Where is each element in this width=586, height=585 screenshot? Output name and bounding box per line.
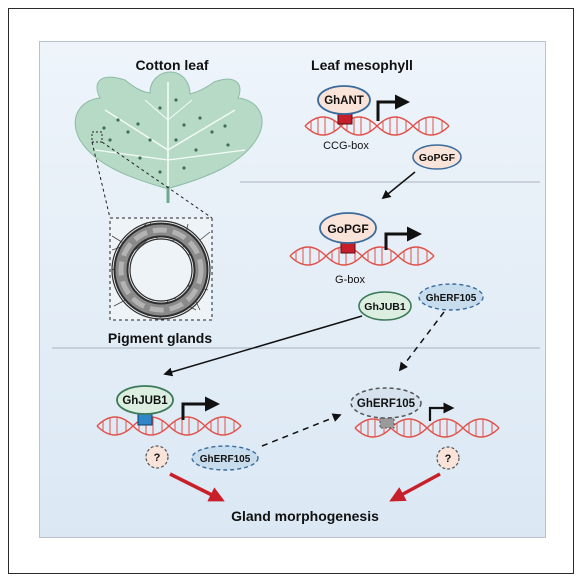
gopgf-small-label: GoPGF [419,152,456,164]
ghjub1-bound-label: GhJUB1 [122,395,168,407]
arrow-gherf105-bottom [261,413,342,447]
red-arrow-right [389,472,441,502]
pigment-gland-icon [109,217,213,321]
gherf105-bound-label: GhERF105 [357,398,416,410]
ghjub1-binding-site [137,413,153,426]
ghant-protein [317,85,371,115]
gopgf-bound-protein [319,212,377,244]
arrow-gopgf [381,171,416,200]
arrow-ghjub1 [163,315,363,377]
gherf105-dashed-bottom-label: GhERF105 [200,454,251,465]
zoom-line-right [101,141,213,219]
unknown-factor-right [436,446,460,470]
gopgf-small-protein [412,144,462,170]
unknown-factor-left-label: ? [154,452,161,464]
promoter-arrow-bottom-left [181,396,220,420]
gland-morphogenesis-label: Gland morphogenesis [231,508,379,524]
dna-strand-bottom-right [354,418,500,438]
ccg-box-label: CCG-box [323,140,369,152]
gherf105-bound-protein [350,387,422,419]
ghant-label: GhANT [324,95,364,107]
ghjub1-small-protein [358,291,412,321]
gherf105-binding-site [379,416,395,429]
promoter-arrow-top [376,94,410,121]
zoom-line-left [91,141,111,219]
dna-strand-top [304,116,450,136]
gopgf-bound-label: GoPGF [327,222,368,236]
gherf105-dashed-top [418,283,484,311]
gherf105-dashed-top-label: GhERF105 [426,293,477,304]
unknown-factor-right-label: ? [445,453,452,465]
unknown-factor-left [145,445,169,469]
leaf-mesophyll-label: Leaf mesophyll [311,57,413,73]
pigment-glands-label: Pigment glands [108,330,212,346]
arrow-gherf105-dashed [398,311,445,372]
promoter-arrow-bottom-right [428,402,455,421]
ghjub1-small-label: GhJUB1 [364,301,406,313]
red-arrow-left [169,472,225,502]
promoter-arrow-middle [384,226,422,250]
gherf105-dashed-bottom [191,445,259,471]
cotton-leaf-label: Cotton leaf [135,57,208,73]
dna-strand-bottom-left [96,416,242,436]
g-box-label: G-box [335,274,365,286]
cotton-leaf-icon [74,71,263,203]
dna-strand-middle [289,246,435,266]
ghjub1-bound-protein [116,385,174,415]
